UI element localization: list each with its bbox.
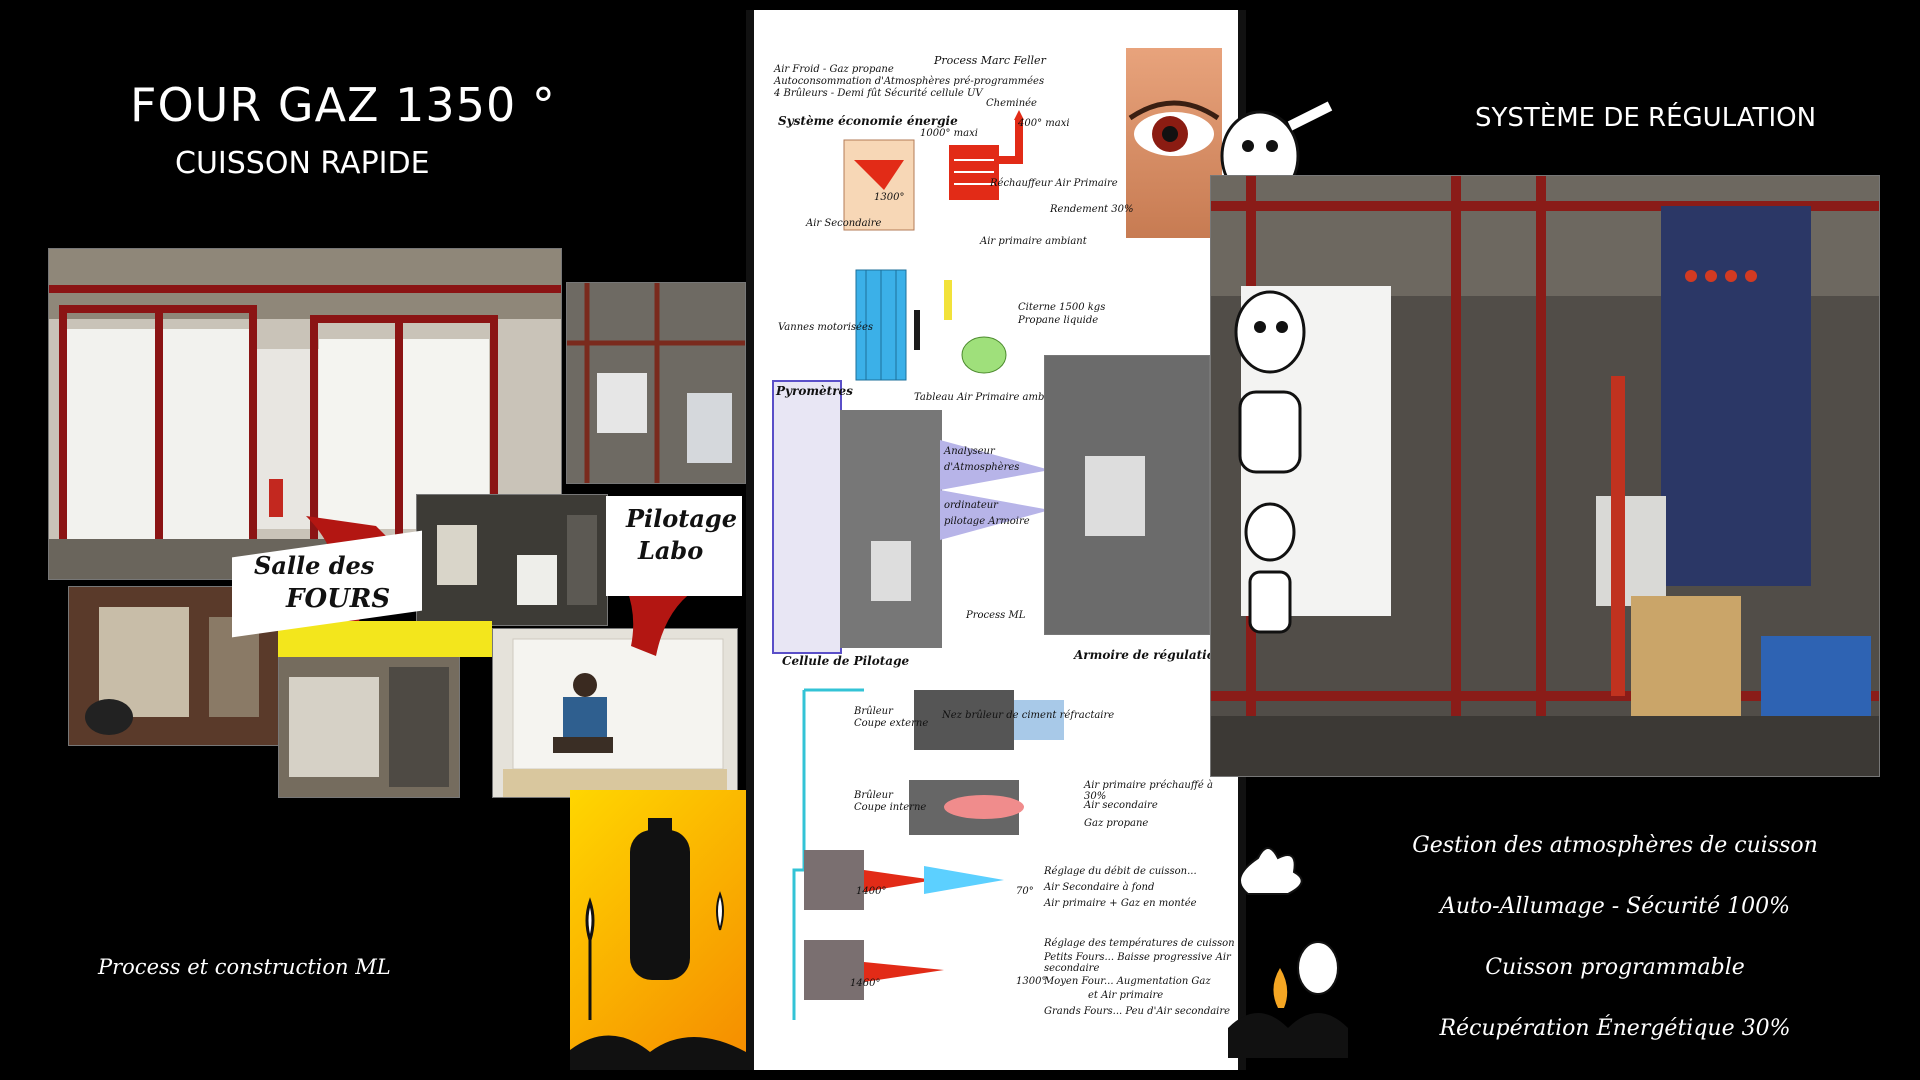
diagram-intro-line-3: 4 Brûleurs - Demi fût Sécurité cellule U… — [774, 88, 983, 99]
diagram-reglage-2b: Petits Fours... Baisse progressive Air s… — [1044, 952, 1231, 974]
workshop-photo — [416, 494, 608, 626]
diagram-analyseur-3: ordinateur — [944, 500, 998, 511]
left-photo-collage: Salle des FOURS Pilotage Labo — [46, 246, 746, 798]
diagram-temp-70: 70° — [1016, 886, 1034, 897]
label-bg-pilotage — [606, 496, 742, 596]
burner-diagrams — [792, 688, 1064, 1020]
diagram-cellule: Cellule de Pilotage — [782, 654, 910, 668]
pyrometer-panel — [772, 380, 842, 654]
page-subtitle: CUISSON RAPIDE — [175, 146, 430, 181]
diagram-nez-bruleur: Nez brûleur de ciment réfractaire — [942, 710, 1115, 721]
diagram-temp-1300b: 1300° — [1016, 976, 1047, 987]
yellow-accent-block — [278, 621, 492, 657]
cartoon-character-left — [1234, 290, 1306, 634]
pilotage-photo — [840, 410, 942, 648]
diagram-flame-1400: 1400° — [856, 886, 887, 897]
economy-system-graphic — [843, 110, 1024, 381]
diagram-citerne: Citerne 1500 kgs — [1018, 302, 1106, 313]
diagram-reglage-1c: Air primaire + Gaz en montée — [1044, 898, 1197, 909]
diagram-vannes: Vannes motorisées — [778, 322, 873, 333]
eye-illustration — [1126, 48, 1222, 238]
credit-text: Process et construction ML — [98, 955, 391, 979]
diagram-reglage-2a: Réglage des températures de cuisson — [1044, 938, 1235, 949]
diagram-air-secondaire: Air Secondaire — [806, 218, 882, 229]
armoire-photo — [1044, 355, 1210, 635]
diagram-intro-line-2: Autoconsommation d'Atmosphères pré-progr… — [774, 76, 1045, 87]
cartoon-campfire — [1228, 847, 1348, 1058]
diagram-bruleur-1a: Brûleur — [854, 706, 893, 717]
feature-atmospheres: Gestion des atmosphères de cuisson — [1412, 833, 1818, 858]
diagram-reglage-1a: Réglage du débit de cuisson... — [1044, 866, 1197, 877]
page-title: FOUR GAZ 1350 ° — [130, 78, 556, 132]
diagram-rechauffeur: Réchauffeur Air Primaire — [990, 178, 1118, 189]
gas-cylinder-cartoon — [570, 790, 746, 1070]
kiln-interior-photo — [278, 656, 460, 798]
diagram-reglage-2d: et Air primaire — [1088, 990, 1164, 1001]
diagram-process-label: Process Marc Feller — [934, 54, 1046, 67]
diagram-process-ml: Process ML — [966, 610, 1026, 621]
label-labo: Labo — [638, 536, 704, 565]
diagram-armoire: Armoire de régulation — [1074, 648, 1224, 662]
label-salle: Salle des — [254, 551, 375, 580]
regulation-photo — [1210, 175, 1880, 777]
regulation-title: SYSTÈME DE RÉGULATION — [1475, 103, 1817, 133]
diagram-analyseur-1: Analyseur — [944, 446, 995, 457]
diagram-bruleur-2a: Brûleur — [854, 790, 893, 801]
analyser-arrows — [940, 440, 1050, 540]
diagram-pyrometres: Pyromètres — [776, 384, 853, 398]
kiln-room-photo — [48, 248, 562, 580]
diagram-reglage-2e: Grands Fours... Peu d'Air secondaire — [1044, 1006, 1231, 1017]
features-list: Gestion des atmosphères de cuisson Auto-… — [1380, 815, 1850, 1059]
feature-programmable: Cuisson programmable — [1485, 955, 1745, 980]
diagram-economy-heading: Système économie énergie — [778, 114, 958, 128]
diagram-temp-1000: 1000° maxi — [920, 128, 978, 139]
feature-energy-recovery: Récupération Énergétique 30% — [1439, 1016, 1791, 1041]
diagram-legend-2: Air secondaire — [1084, 800, 1158, 811]
diagram-reglage-1b: Air Secondaire à fond — [1044, 882, 1155, 893]
label-fours: FOURS — [286, 584, 391, 614]
diagram-rendement: Rendement 30% — [1050, 204, 1134, 215]
kiln-process-diagram: Process Marc Feller Air Froid - Gaz prop… — [746, 10, 1246, 1070]
diagram-analyseur-2: d'Atmosphères — [944, 462, 1020, 473]
diagram-bruleur-1b: Coupe externe — [854, 718, 929, 729]
diagram-bruleur-2b: Coupe interne — [854, 802, 927, 813]
label-pilotage: Pilotage — [626, 504, 737, 533]
diagram-intro-line-1: Air Froid - Gaz propane — [774, 64, 894, 75]
diagram-propane: Propane liquide — [1018, 315, 1099, 326]
diagram-tableau: Tableau Air Primaire ambiant — [914, 392, 1065, 403]
diagram-cheminee: Cheminée — [986, 98, 1037, 109]
diagram-legend-3: Gaz propane — [1084, 818, 1149, 829]
diagram-reglage-2c: Moyen Four... Augmentation Gaz — [1044, 976, 1211, 987]
diagram-legend-1: Air primaire préchauffé à 30% — [1084, 780, 1213, 802]
control-panel-photo — [566, 282, 746, 484]
diagram-air-primaire-ambiant: Air primaire ambiant — [980, 236, 1087, 247]
diagram-flame-1460: 1460° — [850, 978, 881, 989]
diagram-analyseur-4: pilotage Armoire — [944, 516, 1030, 527]
diagram-temp-400: 400° maxi — [1018, 118, 1070, 129]
feature-auto-ignition: Auto-Allumage - Sécurité 100% — [1439, 894, 1791, 919]
diagram-temp-1300: 1300° — [874, 192, 905, 203]
